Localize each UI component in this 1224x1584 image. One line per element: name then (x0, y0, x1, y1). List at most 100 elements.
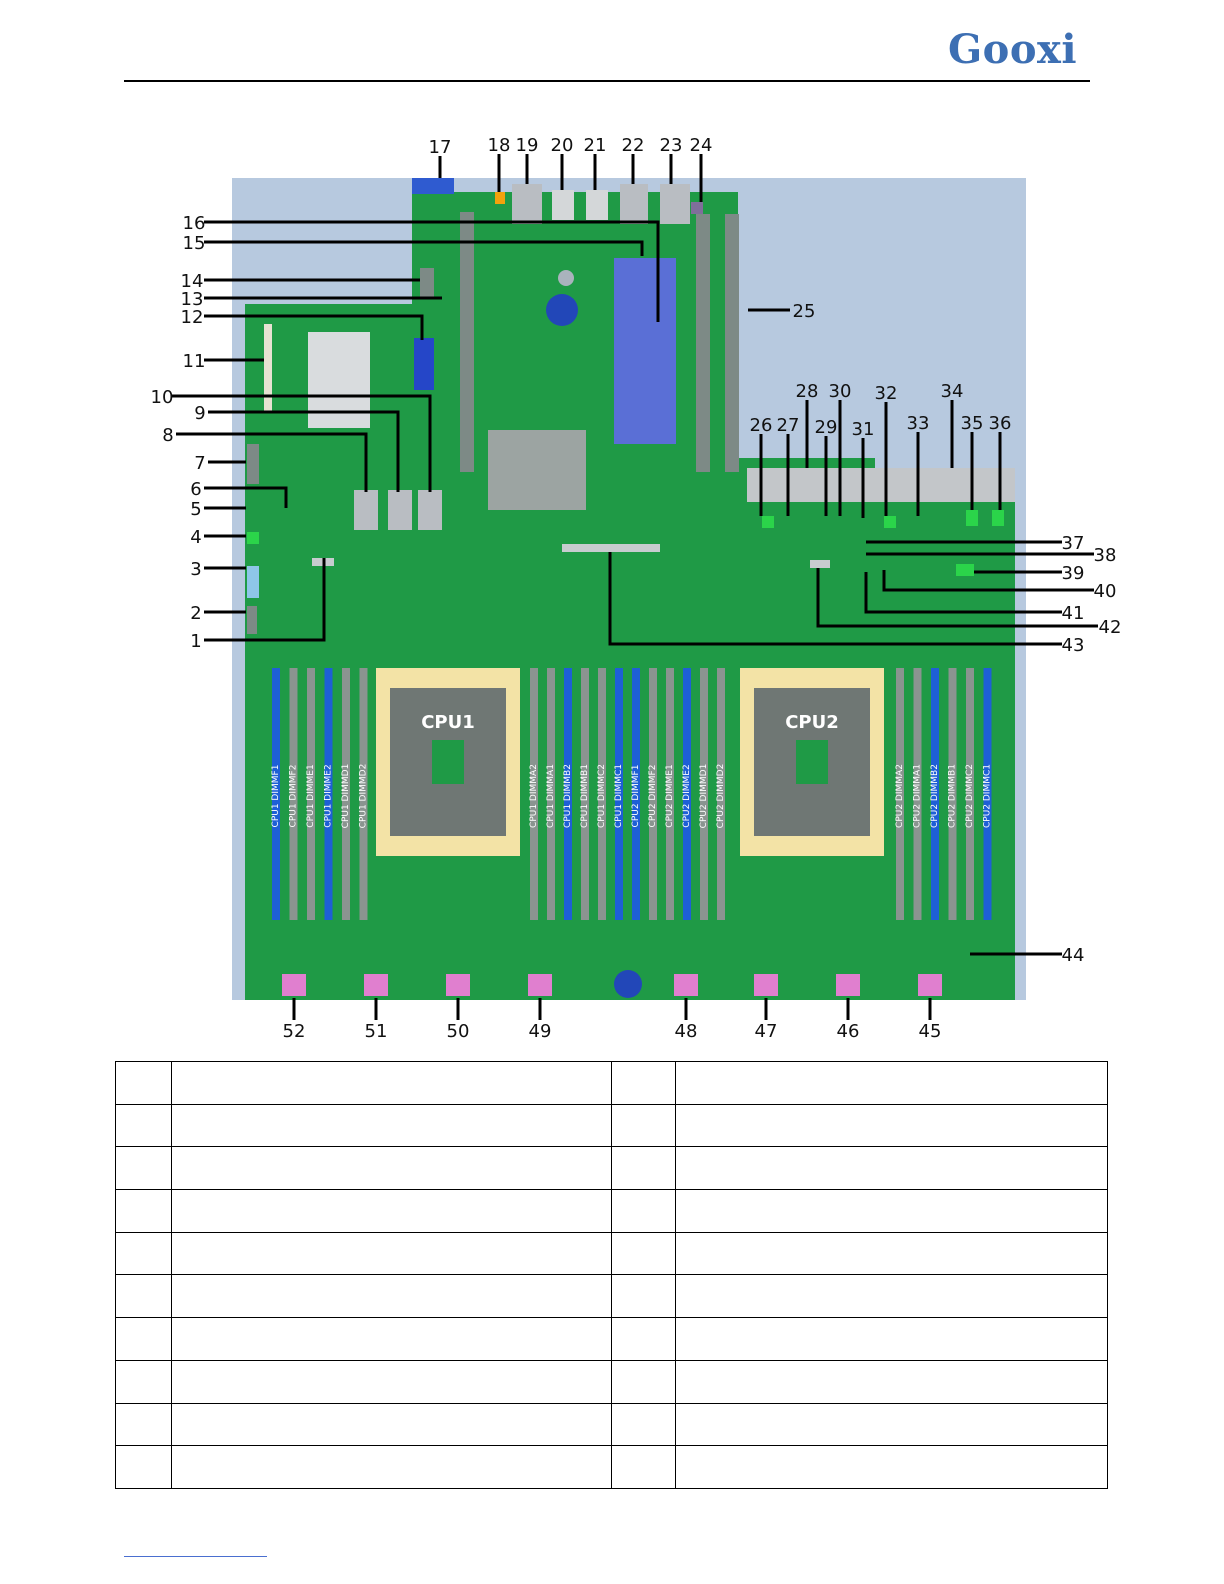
callout-label: 2 (190, 603, 201, 624)
dimm-slot (948, 668, 957, 920)
dimm-label: CPU1 DIMMD2 (359, 764, 369, 829)
callout-label: 33 (907, 413, 930, 434)
io-block-19 (512, 184, 542, 224)
callout-label: 14 (181, 271, 204, 292)
riser-slot-left (460, 212, 474, 472)
dimm-slot (913, 668, 922, 920)
callout-label: 32 (875, 383, 898, 404)
legend-cell (115, 1359, 172, 1404)
dimm-slot (530, 668, 538, 920)
dimm-slot (547, 668, 555, 920)
legend-cell (115, 1445, 172, 1489)
dimm-label: CPU2 DIMME2 (682, 764, 692, 827)
dimm-label: CPU1 DIMMA1 (546, 764, 556, 828)
callout-label: 28 (796, 381, 819, 402)
legend-cell (171, 1189, 612, 1233)
legend-cell (115, 1274, 172, 1319)
callout-label: 24 (690, 135, 713, 156)
callout-label: 15 (183, 233, 206, 254)
fan-header (528, 974, 552, 996)
legend-row (115, 1189, 1108, 1233)
legend-cell (171, 1445, 612, 1489)
callout-label: 13 (181, 289, 204, 310)
dimm-label: CPU2 DIMMF2 (648, 765, 658, 828)
legend-cell (611, 1189, 676, 1233)
callout-label: 50 (447, 1021, 470, 1042)
callout-label: 45 (919, 1021, 942, 1042)
chipset-heatsink (488, 430, 586, 510)
legend-cell (611, 1231, 676, 1276)
dimm-label: CPU1 DIMMF1 (271, 765, 281, 828)
dimm-slot (649, 668, 657, 920)
conn-39 (956, 564, 974, 576)
dimm-slot (342, 668, 350, 920)
callout-label: 3 (190, 559, 201, 580)
legend-cell (675, 1402, 1108, 1447)
fan-header (364, 974, 388, 996)
legend-cell (171, 1317, 612, 1361)
conn-7 (247, 444, 259, 484)
legend-row (115, 1061, 1108, 1105)
dimm-slot (666, 668, 674, 920)
legend-cell (675, 1061, 1108, 1105)
legend-cell (611, 1359, 676, 1404)
legend-cell (675, 1189, 1108, 1233)
callout-label: 19 (516, 135, 539, 156)
leader-line (882, 570, 1094, 592)
legend-cell (675, 1359, 1108, 1404)
backplane-strip (747, 468, 1015, 502)
dimm-label: CPU1 DIMMD1 (341, 764, 351, 829)
legend-cell (115, 1103, 172, 1148)
callout-label: 20 (551, 135, 574, 156)
leader-line (172, 394, 432, 492)
leader-line (204, 220, 660, 322)
dimm-label: CPU2 DIMMD1 (699, 764, 709, 829)
standoff-small (558, 270, 574, 286)
cpu1-label: CPU1 (421, 712, 475, 733)
callout-label: 29 (815, 417, 838, 438)
leader-line (864, 572, 1062, 614)
callout-label: 43 (1062, 635, 1085, 656)
fan-header (674, 974, 698, 996)
callout-label: 51 (365, 1021, 388, 1042)
callout-label: 5 (190, 499, 201, 520)
legend-cell (115, 1231, 172, 1276)
callout-label: 47 (755, 1021, 778, 1042)
vga-port (412, 178, 454, 194)
riser-slot-right-a (696, 214, 710, 472)
standoff (546, 294, 578, 326)
callout-label: 36 (989, 413, 1012, 434)
callout-label: 40 (1094, 581, 1117, 602)
leader-line (204, 240, 644, 256)
callout-label: 49 (529, 1021, 552, 1042)
dimm-slot (615, 668, 623, 920)
callout-label: 7 (194, 453, 205, 474)
io-block-20 (552, 190, 574, 220)
io-block-22 (620, 184, 648, 224)
callout-label: 10 (151, 387, 174, 408)
conn-35 (966, 510, 978, 526)
dimm-slot (307, 668, 315, 920)
legend-cell (675, 1274, 1108, 1319)
callout-label: 46 (837, 1021, 860, 1042)
dimm-label: CPU1 DIMMA2 (529, 764, 539, 828)
brand-logo: Gooxi (948, 26, 1078, 73)
dimm-label: CPU1 DIMMB1 (580, 764, 590, 828)
leader-line (204, 558, 326, 642)
dimm-slot (632, 668, 640, 920)
legend-cell (115, 1146, 172, 1191)
callout-label: 18 (488, 135, 511, 156)
fan-header (282, 974, 306, 996)
callout-label: 48 (675, 1021, 698, 1042)
io-block-21 (586, 190, 608, 220)
legend-cell (171, 1402, 612, 1447)
conn-36 (992, 510, 1004, 526)
dimm-slot (983, 668, 992, 920)
dimm-slot (896, 668, 904, 920)
legend-row (115, 1402, 1108, 1447)
dimm-slot (272, 668, 280, 920)
dimm-label: CPU2 DIMME1 (665, 764, 675, 827)
legend-row (115, 1359, 1108, 1404)
callout-label: 25 (793, 301, 816, 322)
legend-cell (171, 1274, 612, 1319)
